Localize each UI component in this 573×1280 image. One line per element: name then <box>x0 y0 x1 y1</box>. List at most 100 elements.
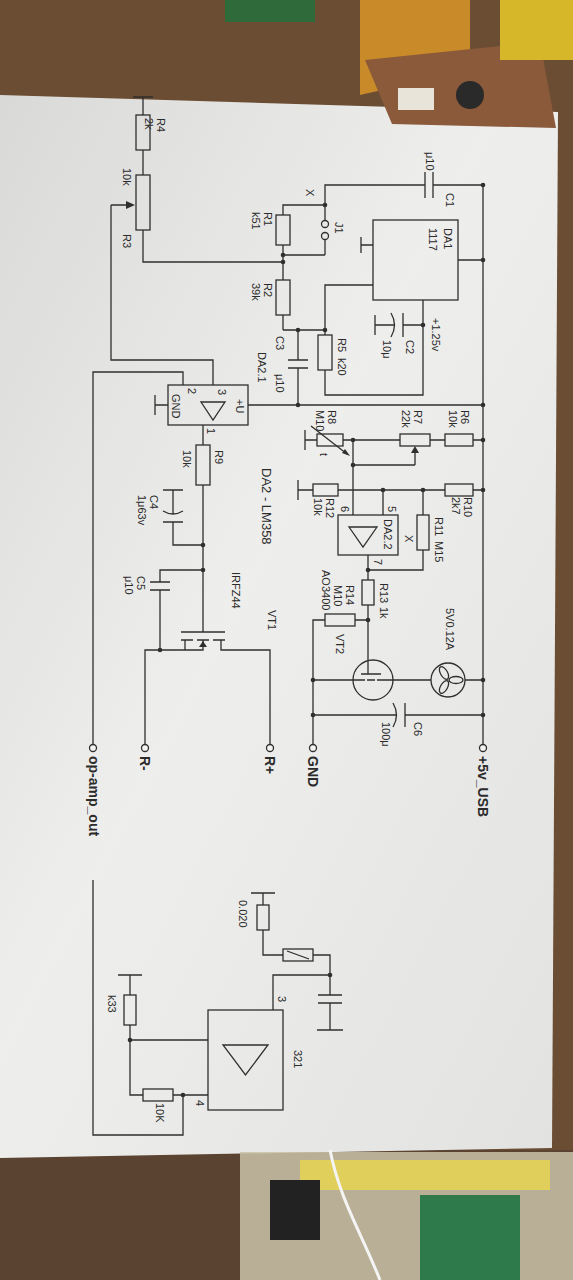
part-label: 3 <box>216 389 227 395</box>
junction-dot <box>201 543 206 548</box>
junction-dot <box>281 260 286 265</box>
fan-symbol <box>431 663 465 697</box>
arrowheads <box>411 446 419 453</box>
part-label: R9 <box>213 450 224 464</box>
part-label: R5 <box>336 338 347 352</box>
resistor-symbol <box>276 280 290 315</box>
resistor-symbol <box>417 515 429 550</box>
terminal-label: op-amp_out <box>87 756 101 836</box>
transistor-symbol <box>353 660 393 700</box>
terminal-label: +5v_USB <box>476 756 490 817</box>
fan-symbol <box>449 677 463 684</box>
part-label: 2 <box>186 388 197 394</box>
transformer-part <box>500 0 573 60</box>
part-label: 39k <box>250 283 261 301</box>
part-label: 22k <box>400 410 411 428</box>
part-label: R3 <box>121 234 132 248</box>
circuit-board <box>420 1195 520 1280</box>
connector <box>398 88 434 110</box>
plastic-case <box>240 1152 573 1280</box>
resistor-symbol <box>124 995 136 1025</box>
resistor-symbol <box>325 614 355 626</box>
junction-dot <box>128 183 486 1098</box>
part-label: 10μ <box>381 340 392 359</box>
jumper-symbol <box>322 233 329 240</box>
part-label: DA2 - LM358 <box>260 468 273 545</box>
junction-dot <box>481 488 486 493</box>
part-label: R4 <box>155 118 166 132</box>
part-label: 4 <box>194 1100 205 1106</box>
part-label: 10k <box>447 410 458 428</box>
part-label: 1μ63v <box>136 495 147 525</box>
part-label: 100μ <box>380 722 391 747</box>
terminal <box>90 745 487 752</box>
part-label: 5V0.12A <box>444 608 455 650</box>
wire <box>93 97 483 1135</box>
junction-dot <box>328 973 333 978</box>
arrowheads <box>199 641 207 647</box>
part-label: 1117 <box>427 228 438 251</box>
resistor-symbol <box>317 434 343 446</box>
fan-symbol <box>437 679 450 695</box>
resistor-symbol <box>318 335 332 370</box>
jumper-symbol <box>322 221 329 228</box>
arrowheads <box>126 201 419 647</box>
junction-dot <box>323 328 328 333</box>
part-label: 5 <box>386 506 397 512</box>
junction-dot <box>201 568 206 573</box>
part-label: 0.020 <box>237 900 248 928</box>
component <box>270 1180 320 1240</box>
wire <box>330 1150 380 1280</box>
part-label: R6 <box>459 410 470 424</box>
terminal-label: R+ <box>263 756 277 774</box>
junction-dot <box>481 713 486 718</box>
terminal-label: R- <box>138 756 152 771</box>
junction-dot <box>323 203 328 208</box>
junction-dot <box>158 648 163 653</box>
resistor-symbol <box>313 484 338 496</box>
part-label: R12 <box>324 498 335 518</box>
junction-dot <box>481 678 486 683</box>
ic-symbol <box>338 515 398 555</box>
part-label: k51 <box>250 212 261 230</box>
part-label: M15 <box>433 541 444 562</box>
resistor-symbol <box>445 434 473 446</box>
wires <box>93 97 483 1135</box>
ic-symbol <box>201 402 225 420</box>
circuit-board <box>225 0 315 22</box>
part-label: μ10 <box>424 152 435 171</box>
resistor-symbol <box>136 175 150 230</box>
junction-dot <box>281 253 286 258</box>
part-label: 1k <box>378 607 389 619</box>
transistor-symbol <box>353 660 393 700</box>
junction-dot <box>351 438 356 443</box>
junction-dot <box>481 438 486 443</box>
arrowheads <box>126 201 135 209</box>
fan-symbol <box>431 663 465 697</box>
part-label: R11 <box>433 517 444 536</box>
part-label: M10 <box>332 585 343 606</box>
terminal <box>142 745 149 752</box>
part-label: μ10 <box>274 374 285 393</box>
part-label: 10k <box>121 168 132 186</box>
terminal <box>480 745 487 752</box>
capacitor-part <box>456 81 484 109</box>
part-label: M10 <box>314 410 325 431</box>
paper-sheet <box>0 95 558 1158</box>
part-label: DA2.2 <box>382 519 393 550</box>
part-label: R13 <box>378 583 389 603</box>
wood-table <box>0 1150 573 1280</box>
junction-dot <box>296 328 301 333</box>
part-label: C5 <box>135 576 146 590</box>
part-label: 2k <box>143 118 154 130</box>
part-label: t <box>318 453 329 456</box>
part-label: +U <box>234 399 245 413</box>
part-label: k20 <box>336 358 347 376</box>
part-label: DA1 <box>442 228 453 249</box>
part-label: GND <box>170 394 181 418</box>
part-label: C4 <box>148 495 159 509</box>
part-label: R1 <box>262 212 273 226</box>
part-label: C1 <box>444 193 455 207</box>
